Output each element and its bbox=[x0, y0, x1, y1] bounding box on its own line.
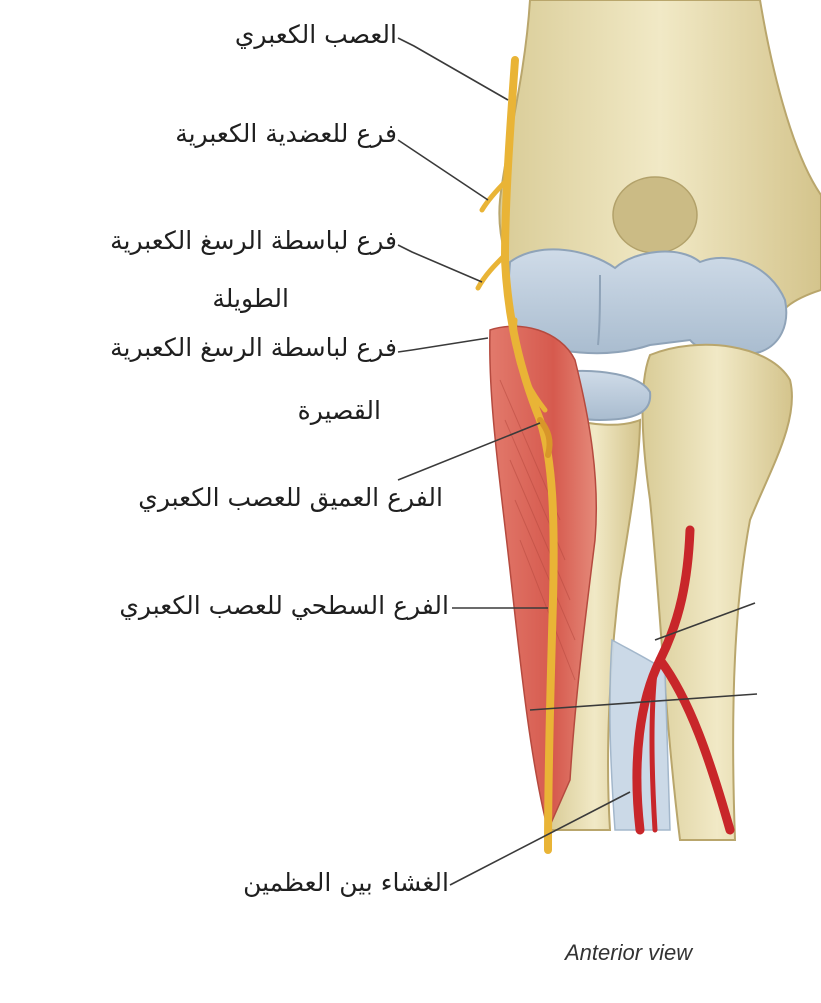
nerve-branch-ecrl bbox=[478, 255, 505, 288]
interosseous-artery bbox=[652, 672, 655, 830]
label-branch-ecrb-line1: فرع لباسطة الرسغ الكعبرية bbox=[110, 335, 397, 360]
leader-radial-nerve bbox=[398, 38, 508, 100]
label-superficial-branch: الفرع السطحي للعصب الكعبري bbox=[119, 593, 449, 618]
label-branch-ecrl-line2: الطويلة bbox=[212, 286, 289, 311]
label-radial-nerve: العصب الكعبري bbox=[235, 22, 397, 47]
label-deep-branch: الفرع العميق للعصب الكعبري bbox=[138, 485, 443, 510]
coronoid-fossa bbox=[613, 177, 697, 253]
leader-membrane bbox=[450, 792, 630, 885]
leader-branch-brachioradialis bbox=[398, 140, 488, 200]
leader-branch-ecrb bbox=[398, 338, 488, 352]
label-branch-ecrb-line2: القصيرة bbox=[298, 398, 381, 423]
leader-branch-ecrl bbox=[398, 245, 482, 282]
label-branch-brachioradialis: فرع للعضدية الكعبرية bbox=[175, 121, 397, 146]
label-branch-ecrl-line1: فرع لباسطة الرسغ الكعبرية bbox=[110, 228, 397, 253]
view-caption: Anterior view bbox=[565, 940, 692, 966]
label-interosseous-membrane: الغشاء بين العظمين bbox=[243, 870, 449, 895]
